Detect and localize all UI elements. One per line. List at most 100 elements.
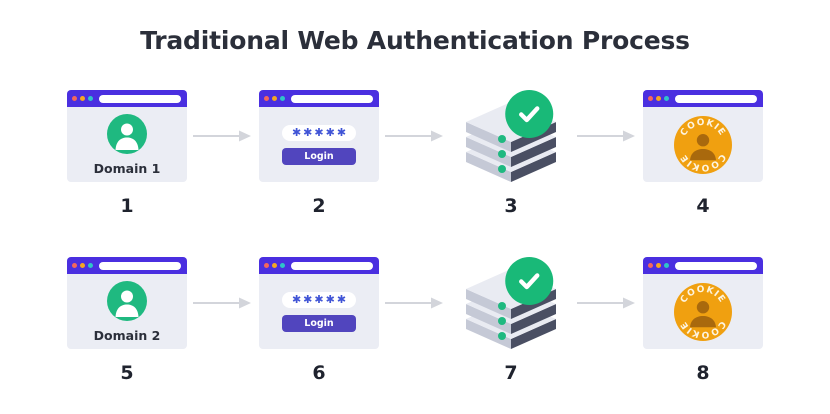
cookie-person-icon (690, 133, 716, 160)
browser-minimize-dot-icon (656, 96, 661, 101)
browser-window: ✱ ✱ ✱ ✱ ✱ Login (259, 257, 379, 349)
step-8-visual: COOKIE COOKIE (643, 257, 763, 349)
step-number: 2 (312, 195, 326, 217)
password-mask-char: ✱ (336, 126, 347, 139)
browser-window: COOKIE COOKIE (643, 257, 763, 349)
browser-content: ✱ ✱ ✱ ✱ ✱ Login (259, 107, 379, 182)
browser-minimize-dot-icon (272, 263, 277, 268)
password-mask-char: ✱ (303, 126, 313, 139)
password-mask-char: ✱ (314, 293, 324, 306)
browser-close-dot-icon (72, 263, 77, 268)
password-mask-char: ✱ (325, 293, 335, 306)
password-mask-char: ✱ (291, 126, 302, 139)
browser-url-bar[interactable] (291, 94, 373, 103)
arrow-right-icon (379, 257, 451, 349)
browser-content: ✱ ✱ ✱ ✱ ✱ Login (259, 274, 379, 349)
password-mask-char: ✱ (291, 293, 302, 306)
browser-window: COOKIE COOKIE (643, 90, 763, 182)
flow-row-2: Domain 2 5 ✱ ✱ (0, 257, 830, 387)
step-number: 1 (120, 195, 134, 217)
step-number: 4 (696, 195, 710, 217)
server-stack-icon (451, 257, 571, 349)
step-3-visual (451, 90, 571, 182)
step-5-visual: Domain 2 (67, 257, 187, 349)
step-7: 7 (451, 257, 571, 384)
step-number: 5 (120, 362, 134, 384)
browser-url-bar[interactable] (675, 261, 757, 270)
server-stack-icon (451, 90, 571, 182)
browser-minimize-dot-icon (656, 263, 661, 268)
browser-minimize-dot-icon (80, 263, 85, 268)
step-5: Domain 2 5 (67, 257, 187, 384)
step-4: COOKIE COOKIE 4 (643, 90, 763, 217)
arrow-right-icon (571, 90, 643, 182)
browser-url-bar[interactable] (291, 261, 373, 270)
flow-row-1: Domain 1 1 ✱ ✱ (0, 90, 830, 220)
browser-content: COOKIE COOKIE (643, 107, 763, 182)
browser-close-dot-icon (648, 263, 653, 268)
page-title: Traditional Web Authentication Process (140, 26, 690, 55)
browser-url-bar[interactable] (99, 94, 181, 103)
step-1-visual: Domain 1 (67, 90, 187, 182)
step-number: 8 (696, 362, 710, 384)
check-circle-icon (505, 90, 554, 138)
step-2-visual: ✱ ✱ ✱ ✱ ✱ Login (259, 90, 379, 182)
step-6: ✱ ✱ ✱ ✱ ✱ Login 6 (259, 257, 379, 384)
browser-url-bar[interactable] (675, 94, 757, 103)
user-avatar-icon (107, 280, 147, 321)
step-4-visual: COOKIE COOKIE (643, 90, 763, 182)
browser-window: Domain 2 (67, 257, 187, 349)
step-8: COOKIE COOKIE 8 (643, 257, 763, 384)
cookie-badge-icon: COOKIE COOKIE (674, 282, 732, 341)
password-mask-char: ✱ (303, 293, 313, 306)
browser-close-dot-icon (264, 263, 269, 268)
browser-window: Domain 1 (67, 90, 187, 182)
browser-content: COOKIE COOKIE (643, 274, 763, 349)
browser-close-dot-icon (264, 96, 269, 101)
password-mask-char: ✱ (325, 126, 335, 139)
check-circle-icon (505, 257, 554, 305)
cookie-person-icon (690, 300, 716, 327)
step-3: 3 (451, 90, 571, 217)
browser-title-bar (259, 90, 379, 107)
browser-title-bar (643, 90, 763, 107)
arrow-right-icon (187, 90, 259, 182)
browser-content: Domain 2 (67, 274, 187, 349)
user-avatar-icon (107, 113, 147, 154)
arrow-right-icon (187, 257, 259, 349)
browser-maximize-dot-icon (280, 96, 285, 101)
domain-label: Domain 2 (93, 327, 161, 343)
browser-window: ✱ ✱ ✱ ✱ ✱ Login (259, 90, 379, 182)
browser-minimize-dot-icon (80, 96, 85, 101)
browser-title-bar (643, 257, 763, 274)
browser-title-bar (67, 90, 187, 107)
login-button[interactable]: Login (282, 314, 356, 332)
step-number: 7 (504, 362, 518, 384)
step-6-visual: ✱ ✱ ✱ ✱ ✱ Login (259, 257, 379, 349)
browser-maximize-dot-icon (280, 263, 285, 268)
browser-content: Domain 1 (67, 107, 187, 182)
browser-close-dot-icon (72, 96, 77, 101)
password-input[interactable]: ✱ ✱ ✱ ✱ ✱ (282, 124, 356, 141)
browser-title-bar (67, 257, 187, 274)
browser-maximize-dot-icon (664, 96, 669, 101)
step-1: Domain 1 1 (67, 90, 187, 217)
browser-close-dot-icon (648, 96, 653, 101)
domain-label: Domain 1 (93, 160, 161, 176)
browser-maximize-dot-icon (88, 263, 93, 268)
cookie-badge-icon: COOKIE COOKIE (674, 115, 732, 174)
login-button[interactable]: Login (282, 147, 356, 165)
password-mask-char: ✱ (314, 126, 324, 139)
browser-url-bar[interactable] (99, 261, 181, 270)
arrow-right-icon (379, 90, 451, 182)
step-number: 6 (312, 362, 326, 384)
browser-maximize-dot-icon (88, 96, 93, 101)
browser-title-bar (259, 257, 379, 274)
password-mask-char: ✱ (336, 293, 347, 306)
password-input[interactable]: ✱ ✱ ✱ ✱ ✱ (282, 291, 356, 308)
step-2: ✱ ✱ ✱ ✱ ✱ Login 2 (259, 90, 379, 217)
browser-maximize-dot-icon (664, 263, 669, 268)
step-number: 3 (504, 195, 518, 217)
step-7-visual (451, 257, 571, 349)
arrow-right-icon (571, 257, 643, 349)
